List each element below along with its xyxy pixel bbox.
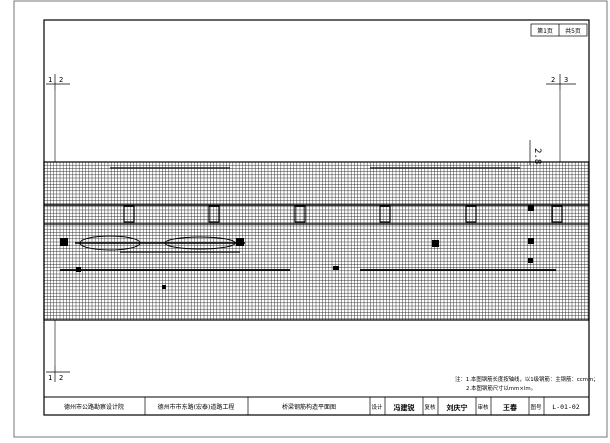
note-line-2: 2.本图钢筋尺寸以mm×lm。: [466, 384, 536, 392]
check-signature: 刘庆宁: [447, 403, 468, 412]
axis-markers: 1 2 2 3 1 2: [46, 74, 576, 382]
title-block: 德州市公路勘察设计院 德州市市东路(宏泰)道路工程 桥梁钢筋构造平面图 设计 冯…: [43, 396, 590, 416]
page-count-box: 第1页 共5页: [530, 23, 588, 37]
axis-label-bottom-left-a: 1: [48, 374, 52, 382]
figure-number-label: 图号: [530, 403, 542, 411]
review-signature: 王春: [503, 403, 518, 412]
axis-label-bottom-left-b: 2: [59, 374, 63, 382]
rebar-grid: [43, 161, 590, 321]
page-label: 第1页: [537, 27, 553, 35]
rebar-details: [44, 167, 589, 289]
axis-label-top-right-a: 2: [551, 76, 555, 84]
drawing-border: [43, 19, 590, 416]
axis-label-top-left-b: 2: [59, 76, 63, 84]
axis-label-top-right-b: 3: [564, 76, 568, 84]
check-label: 复核: [424, 403, 436, 411]
rebar-mesh-border: [43, 161, 590, 321]
outer-sheet-frame: [13, 0, 608, 438]
station-label: 2.8: [532, 148, 542, 164]
drawing-number: L-01-02: [552, 403, 579, 411]
design-label: 设计: [371, 403, 383, 411]
review-label: 审核: [477, 403, 489, 411]
rebar-mesh: [43, 161, 589, 320]
title-drawing-name: 桥梁钢筋构造平面图: [282, 403, 336, 411]
total-pages-label: 共5页: [565, 27, 581, 35]
axis-label-top-left-a: 1: [48, 76, 52, 84]
note-line-1: 注：1.本图钢筋长度按轴线，以1级钢筋：主钢筋：ccmm；: [455, 375, 599, 383]
title-project: 德州市市东路(宏泰)道路工程: [158, 403, 235, 411]
design-signature: 冯建锐: [394, 403, 415, 412]
title-company: 德州市公路勘察设计院: [64, 403, 124, 411]
